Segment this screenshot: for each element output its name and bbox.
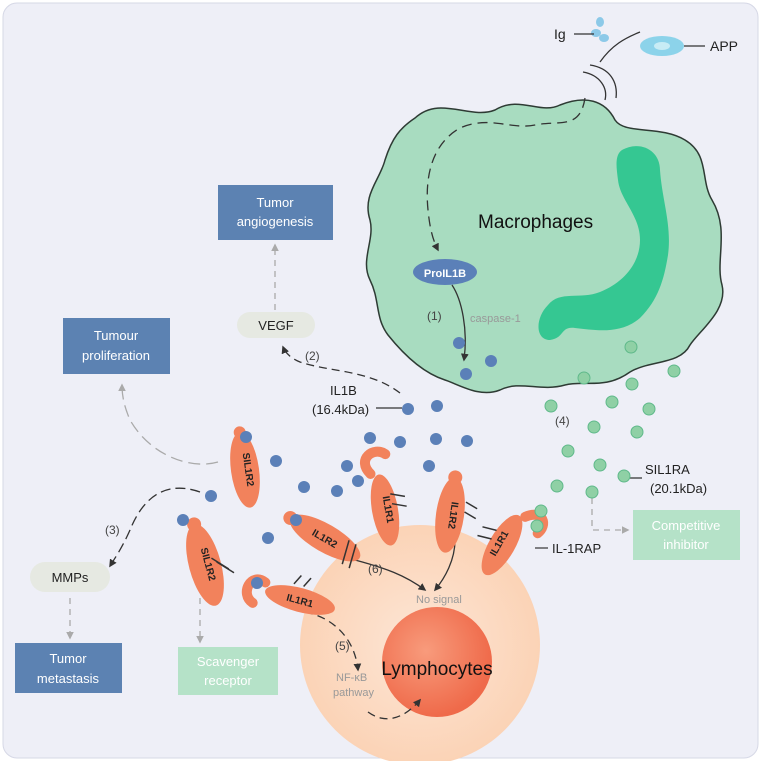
app-label: APP [710,38,738,54]
membrane-arc-2 [589,64,617,99]
step5-label: (5) [335,639,350,653]
tumor-metastasis-box [15,643,122,693]
ig-label: Ig [554,26,566,42]
app-stalk [599,31,641,63]
step1-label: (1) [427,309,442,323]
caspase-arrow [451,284,469,362]
lymphocytes-label: Lymphocytes [381,659,492,680]
vegf-pill [237,312,315,338]
sil1ra-label-line1: SIL1RA [645,462,690,477]
sil1r2-top-label: SIL1R2 [240,452,256,488]
macrophages-label: Macrophages [478,212,593,233]
step6-label: (6) [368,562,383,576]
scavenger-receptor-line1: Scavenger [197,654,260,669]
il1r1-receptor-center: IL1R1 [360,446,407,546]
sil1ra-label-line2: (20.1kDa) [650,481,707,496]
tumour-proliferation-line2: proliferation [82,348,150,363]
proil1b-label: ProIL1B [424,268,466,280]
caspase-label: caspase-1 [470,313,521,325]
il1r2-receptor-right: IL1R2 [435,470,478,553]
step4-label: (4) [555,414,570,428]
membrane-arc-1 [582,71,607,101]
il1r2-receptor-mid: IL1R2 [283,511,361,569]
tumor-angiogenesis-box [218,185,333,240]
vegf-label: VEGF [258,318,293,333]
proil1b-blob [413,259,477,285]
scavenger-receptor-line2: receptor [204,673,252,688]
mmps-pill [30,562,110,592]
step3-label: (3) [105,523,120,537]
il1b-to-vegf-arrow [281,345,401,394]
step2-label: (2) [305,349,320,363]
il1r2-right-label: IL1R2 [445,501,460,530]
il1r1-center-label: IL1R1 [380,495,396,524]
tumor-angiogenesis-line1: Tumor [256,195,294,210]
competitive-inhibitor-box [633,510,740,560]
no-signal-label: No signal [416,594,462,606]
nfkb-to-nucleus-arrow [367,698,421,720]
il1rap-label: IL-1RAP [552,541,601,556]
tumour-proliferation-line1: Tumour [94,328,139,343]
mmps-label: MMPs [52,570,89,585]
sil1r2-receptor-top: SIL1R2 [230,426,260,508]
step6-arrow [354,559,427,591]
tumor-metastasis-line1: Tumor [49,651,87,666]
il1b-dots [177,337,497,589]
sil1r2-receptor-bottom: SIL1R2 [186,517,235,606]
macrophage-nucleus [538,146,669,340]
nfkb-label-line2: pathway [333,687,374,699]
sil1r2-to-proliferation-arrow [118,383,219,465]
sil1ra-to-inhibitor-arrow [591,498,630,534]
step5-arrow [304,611,362,672]
lymphocyte-nucleus [382,607,492,717]
competitive-inhibitor-line1: Competitive [652,518,721,533]
competitive-inhibitor-line2: inhibitor [663,537,709,552]
il1b-label-line2: (16.4kDa) [312,402,369,417]
macrophage-cell [365,99,724,394]
nfkb-label-line1: NF-κB [336,672,367,684]
scavenger-receptor-box [178,647,278,695]
sil1ra-dots [530,340,681,533]
tumor-angiogenesis-line2: angiogenesis [237,214,314,229]
tumor-metastasis-line2: metastasis [37,671,100,686]
internalization-arrow [426,97,586,252]
il1b-label-line1: IL1B [330,383,357,398]
tumour-proliferation-box [63,318,170,374]
ig-icon [591,17,609,42]
